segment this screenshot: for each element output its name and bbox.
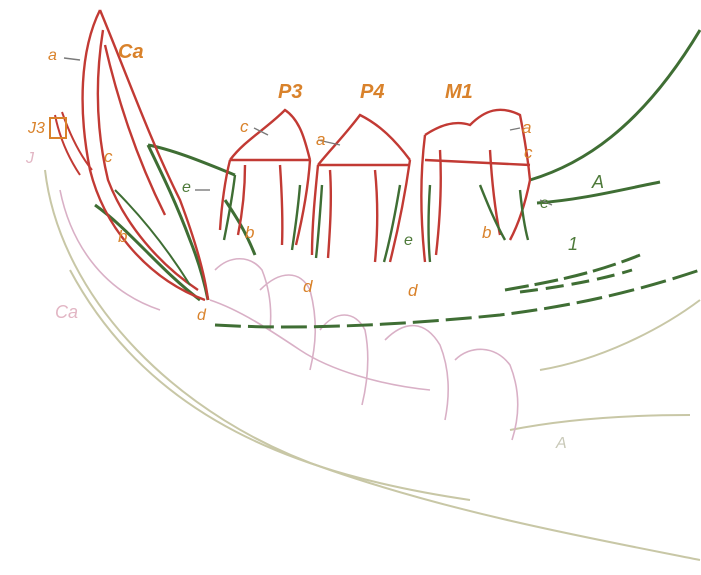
label-1: 1: [568, 234, 578, 254]
label-j3: J3: [27, 120, 45, 137]
label-d-m1: d: [408, 281, 418, 300]
label-e-canine: e: [182, 179, 191, 196]
label-p3: P3: [278, 81, 302, 103]
label-d-canine: d: [197, 307, 207, 324]
label-a-p4: a: [316, 130, 325, 149]
premolar-4-tooth: [312, 115, 410, 262]
label-A-lower: A: [555, 435, 567, 452]
label-c-m1: c: [524, 143, 533, 162]
label-ca-lower: Ca: [55, 302, 78, 322]
label-a-canine: a: [48, 47, 57, 64]
label-c-canine: c: [104, 147, 113, 166]
label-d-p4: d: [303, 277, 313, 296]
canine-tooth: [83, 10, 208, 300]
label-e-molar: e: [540, 195, 549, 212]
label-ca: Ca: [118, 41, 144, 63]
label-j: J: [25, 150, 35, 167]
label-p4: P4: [360, 81, 384, 103]
label-m1: M1: [445, 81, 473, 103]
mandible-outline: [45, 170, 700, 560]
label-b-canine: b: [118, 227, 127, 246]
molar-1-tooth: [421, 110, 530, 262]
label-A: A: [591, 172, 604, 192]
developing-teeth-outline: [60, 190, 518, 440]
label-b-m1: b: [482, 223, 491, 242]
label-c-p3: c: [240, 117, 249, 136]
label-b-p3: b: [245, 223, 254, 242]
label-a-m1: a: [522, 118, 531, 137]
label-e-p4: e: [404, 232, 413, 249]
